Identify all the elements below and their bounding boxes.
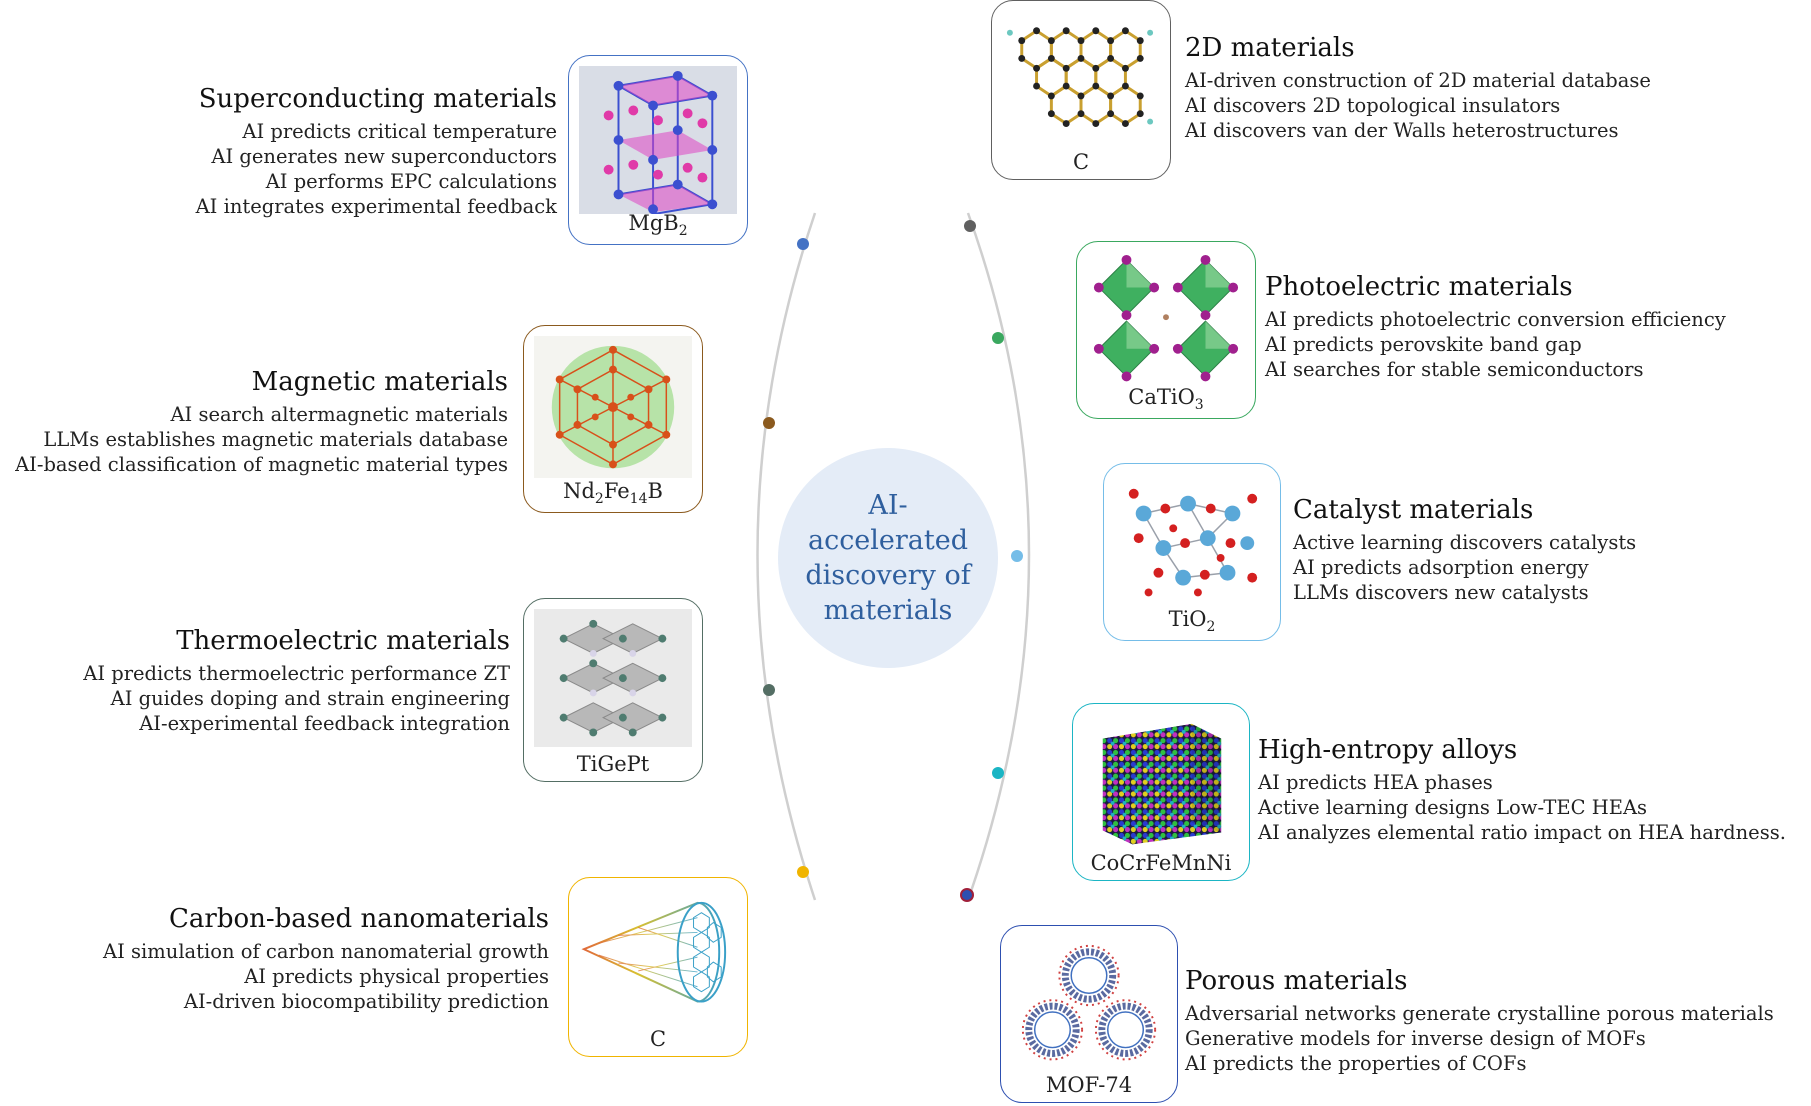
list-item: AI search altermagnetic materials xyxy=(170,403,508,426)
carbon-nano-text: Carbon-based nanomaterials AI simulation… xyxy=(103,902,549,1014)
formula-carbon-tube: C xyxy=(649,1027,667,1051)
thermoelectric-title: Thermoelectric materials xyxy=(176,626,510,656)
porous-text: Porous materials Adversarial networks ge… xyxy=(1185,964,1774,1076)
graphene-sheet-icon xyxy=(1002,11,1160,146)
carbon-nano-card: C xyxy=(568,877,748,1057)
list-item: LLMs discovers new catalysts xyxy=(1293,581,1589,604)
list-item: AI discovers 2D topological insulators xyxy=(1185,94,1561,117)
formula-cocrfemnni: CoCrFeMnNi xyxy=(1090,851,1232,875)
list-item: AI predicts perovskite band gap xyxy=(1265,333,1582,356)
superconducting-text: Superconducting materials AI predicts cr… xyxy=(196,82,557,219)
tio2-ball-stick-icon xyxy=(1114,474,1270,607)
list-item: AI predicts adsorption energy xyxy=(1293,556,1589,579)
list-item: AI discovers van der Walls heterostructu… xyxy=(1185,119,1619,142)
list-item: AI performs EPC calculations xyxy=(265,170,557,193)
porous-title: Porous materials xyxy=(1185,966,1408,996)
catalyst-text: Catalyst materials Active learning disco… xyxy=(1293,493,1636,605)
carbon-nanotube-icon xyxy=(581,901,727,1003)
formula-nd2fe14b: Nd2Fe14B xyxy=(563,478,663,507)
right-arc xyxy=(966,212,1031,901)
two-d-text: 2D materials AI-driven construction of 2… xyxy=(1185,31,1651,143)
list-item: Active learning designs Low-TEC HEAs xyxy=(1258,796,1648,819)
thermoelectric-text: Thermoelectric materials AI predicts the… xyxy=(83,624,510,736)
dot-magnetic xyxy=(763,417,775,429)
hea-card: CoCrFeMnNi xyxy=(1072,703,1250,881)
photoelectric-title: Photoelectric materials xyxy=(1265,272,1573,302)
list-item: AI simulation of carbon nanomaterial gro… xyxy=(103,940,549,963)
formula-mgb2: MgB2 xyxy=(628,210,688,239)
list-item: Generative models for inverse design of … xyxy=(1185,1027,1646,1050)
hea-title: High-entropy alloys xyxy=(1258,735,1518,765)
dot-catalyst xyxy=(1011,550,1023,562)
nd2fe14b-cluster-icon xyxy=(534,336,692,479)
left-arc xyxy=(756,212,817,901)
list-item: AI generates new superconductors xyxy=(211,145,557,168)
center-hub: AI-accelerated discovery of materials xyxy=(778,448,998,668)
dot-2d xyxy=(964,220,976,232)
list-item: AI integrates experimental feedback xyxy=(195,195,557,218)
superconducting-card: MgB2 xyxy=(568,55,748,245)
list-item: AI guides doping and strain engineering xyxy=(110,687,510,710)
formula-catio3: CaTiO3 xyxy=(1128,384,1204,413)
magnetic-card: Nd2Fe14B xyxy=(523,325,703,513)
list-item: AI predicts critical temperature xyxy=(242,120,557,143)
two-d-card: C xyxy=(991,0,1171,180)
dot-photoelectric xyxy=(992,332,1004,344)
list-item: AI predicts the properties of COFs xyxy=(1185,1052,1527,1075)
list-item: AI-driven construction of 2D material da… xyxy=(1185,69,1651,92)
porous-card: MOF-74 xyxy=(1000,925,1178,1103)
formula-mof74: MOF-74 xyxy=(1045,1073,1133,1097)
magnetic-title: Magnetic materials xyxy=(251,367,508,397)
dot-carbon-nano xyxy=(797,866,809,878)
catalyst-card: TiO2 xyxy=(1103,463,1281,641)
photoelectric-text: Photoelectric materials AI predicts phot… xyxy=(1265,270,1726,382)
list-item: AI predicts thermoelectric performance Z… xyxy=(83,662,510,685)
formula-2d-carbon: C xyxy=(1072,150,1090,174)
catalyst-title: Catalyst materials xyxy=(1293,495,1534,525)
center-title: AI-accelerated discovery of materials xyxy=(805,490,971,626)
list-item: AI-driven biocompatibility prediction xyxy=(183,990,549,1013)
dot-porous xyxy=(960,888,974,902)
hea-text: High-entropy alloys AI predicts HEA phas… xyxy=(1258,733,1786,845)
perovskite-octahedra-icon xyxy=(1087,252,1245,385)
list-item: AI analyzes elemental ratio impact on HE… xyxy=(1258,821,1786,844)
tigept-crystal-icon xyxy=(534,609,692,748)
list-item: AI predicts physical properties xyxy=(244,965,549,988)
list-item: AI predicts photoelectric conversion eff… xyxy=(1265,308,1726,331)
list-item: AI searches for stable semiconductors xyxy=(1265,358,1644,381)
list-item: LLMs establishes magnetic materials data… xyxy=(43,428,508,451)
dot-thermoelectric xyxy=(763,684,775,696)
list-item: AI-based classification of magnetic mate… xyxy=(15,453,508,476)
dot-superconducting xyxy=(797,238,809,250)
photoelectric-card: CaTiO3 xyxy=(1076,241,1256,419)
list-item: AI-experimental feedback integration xyxy=(139,712,510,735)
two-d-title: 2D materials xyxy=(1185,33,1355,63)
mgb2-lattice-icon xyxy=(579,66,737,215)
formula-tigept: TiGePt xyxy=(576,752,650,776)
magnetic-text: Magnetic materials AI search altermagnet… xyxy=(15,365,508,477)
superconducting-title: Superconducting materials xyxy=(198,84,557,114)
list-item: AI predicts HEA phases xyxy=(1258,771,1493,794)
mof-framework-icon xyxy=(1011,936,1167,1069)
dot-hea xyxy=(992,767,1004,779)
list-item: Adversarial networks generate crystallin… xyxy=(1185,1002,1774,1025)
formula-tio2: TiO2 xyxy=(1168,606,1216,635)
carbon-nano-title: Carbon-based nanomaterials xyxy=(169,904,549,934)
thermoelectric-card: TiGePt xyxy=(523,598,703,782)
list-item: Active learning discovers catalysts xyxy=(1293,531,1637,554)
hea-atom-cube-icon xyxy=(1102,723,1222,845)
